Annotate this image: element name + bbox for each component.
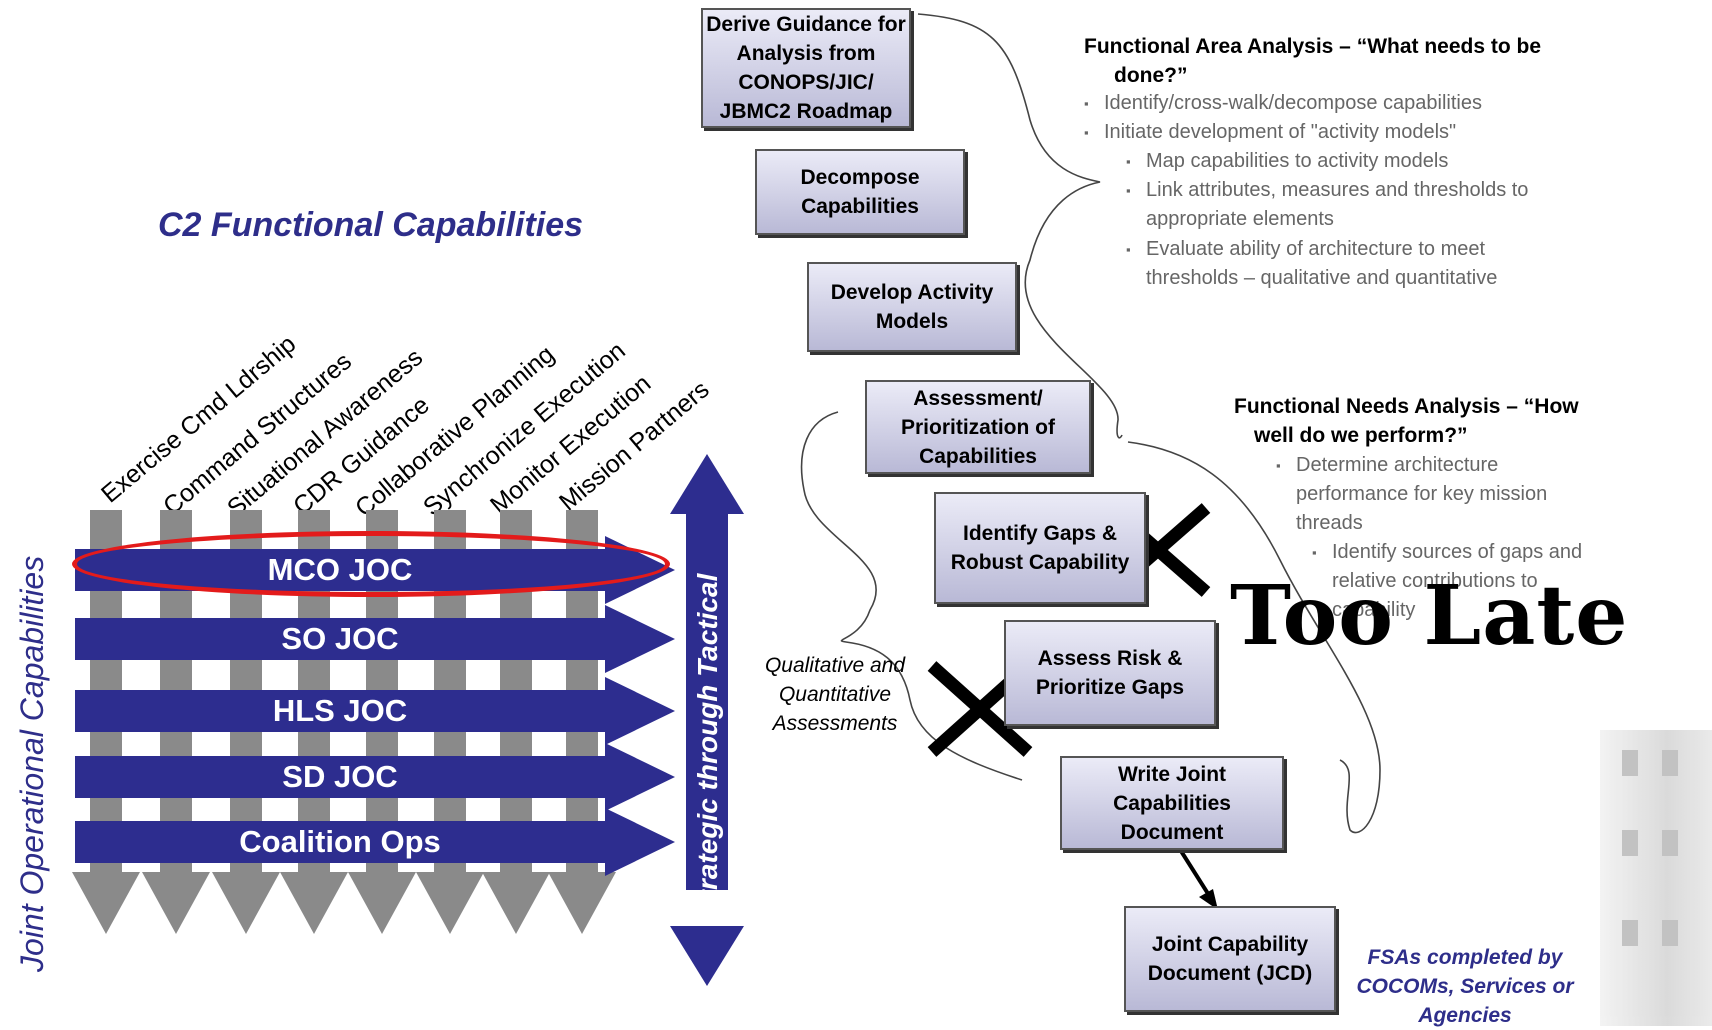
capability-column-arrowhead [482,872,550,934]
mco-joc-highlight-oval [72,531,670,597]
capability-column-arrowhead [348,872,416,934]
faa-sub-bullet: Evaluate ability of architecture to meet… [1126,235,1566,293]
box-joint-capability-document: Joint Capability Document (JCD) [1124,906,1336,1012]
fna-bullet: Determine architecture performance for k… [1276,451,1596,538]
box-decompose-capabilities: Decompose Capabilities [755,149,965,235]
qualitative-quantitative-label: Qualitative and Quantitative Assessments [764,654,906,735]
box-write-jcd: Write Joint Capabilities Document [1060,756,1284,850]
faa-brace [917,13,1123,439]
fna-brace [1127,441,1381,834]
faa-sub-bullet: Link attributes, measures and thresholds… [1126,176,1566,234]
write-to-jcd-arrow [1179,849,1214,902]
assessment-brace [800,411,1023,781]
band-coalition-ops: Coalition Ops [75,808,675,876]
capability-column-arrowhead [416,872,484,934]
box-assess-risk: Assess Risk & Prioritize Gaps [1004,620,1216,726]
faa-bullet: Initiate development of "activity models… [1084,118,1456,147]
fsa-completion-note: FSAs completed by COCOMs, Services or Ag… [1356,946,1574,1027]
faa-sub-bullet: Map capabilities to activity models [1126,147,1448,176]
fna-title: Functional Needs Analysis – “How well do… [1234,395,1579,447]
capability-column-arrowhead [280,872,348,934]
band-sd-joc: SD JOC [75,743,675,811]
box-identify-gaps: Identify Gaps & Robust Capability [934,492,1146,604]
capability-column-arrowhead [142,872,210,934]
capability-column-arrowhead [548,872,616,934]
strategic-tactical-arrow [686,510,728,890]
capability-column-arrowhead [72,872,140,934]
faa-title: Functional Area Analysis – “What needs t… [1084,35,1542,87]
box-assessment-prioritization: Assessment/ Prioritization of Capabiliti… [865,380,1091,474]
write-to-jcd-arrowhead [1199,889,1218,910]
band-so-joc: SO JOC [75,605,675,673]
too-late-overlay: Too Late [1230,568,1629,664]
capability-column-arrowhead [212,872,280,934]
strategic-arrow-down-head [670,926,744,986]
background-building-image [1600,730,1712,1026]
box-develop-activity-models: Develop Activity Models [807,262,1017,352]
faa-bullet: Identify/cross-walk/decompose capabiliti… [1084,89,1482,118]
band-hls-joc: HLS JOC [75,677,675,745]
strategic-arrow-up-head [670,454,744,514]
c2-functional-capabilities-title: C2 Functional Capabilities [158,206,584,244]
box-derive-guidance: Derive Guidance for Analysis from CONOPS… [701,8,911,128]
fna-sub-bullet: Identify sources of gaps and relative co… [1312,538,1602,625]
